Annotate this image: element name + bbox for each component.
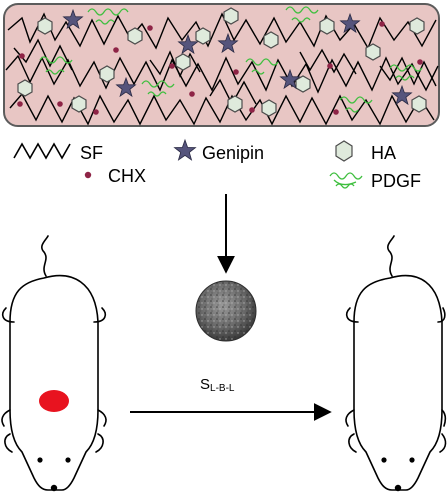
dot-icon	[84, 171, 92, 179]
rat-eye-left	[37, 457, 43, 463]
rat-tail	[387, 235, 395, 277]
legend-item-chx: CHX	[84, 166, 146, 186]
rat-leg-back-right	[437, 307, 446, 323]
matrix-background	[3, 3, 440, 127]
ha-hexagons	[17, 7, 427, 117]
rat-nose	[394, 484, 402, 492]
rat-leg-front-right	[97, 409, 107, 427]
legend-label-genipin: Genipin	[202, 143, 264, 163]
legend-label-chx: CHX	[108, 166, 146, 186]
rat-leg-front-right	[441, 409, 447, 427]
treatment-arrow: SL-B-L	[130, 376, 332, 421]
rat-leg-front-left	[1, 409, 11, 427]
rat-ear-left	[4, 433, 13, 453]
hexagon-icon	[335, 140, 353, 162]
rat-nose	[50, 484, 58, 492]
rat-leg-back-left	[345, 307, 359, 323]
arrow-label-subscript: L-B-L	[210, 383, 235, 394]
legend-item-sf: SF	[13, 142, 103, 163]
rat-tail	[41, 235, 49, 277]
rat-leg-back-right	[93, 307, 107, 323]
legend-label-pdgf: PDGF	[371, 171, 421, 191]
legend-item-ha: HA	[335, 140, 396, 163]
arrow-label: SL-B-L	[200, 376, 235, 394]
arrow-label-main: S	[200, 376, 210, 393]
zigzag-icon	[13, 142, 71, 160]
rat-eye-right	[65, 457, 71, 463]
scaffold-disc-icon	[195, 280, 257, 342]
legend-label-sf: SF	[80, 143, 103, 163]
pdgf-coils	[39, 6, 423, 113]
coil-icon	[329, 172, 363, 189]
legend: SF Genipin HA CHX PDGF	[13, 138, 421, 191]
rat-body	[9, 274, 99, 491]
wound-icon	[39, 390, 69, 412]
rat-ear-right	[439, 433, 447, 453]
rat-eye-left	[381, 457, 387, 463]
genipin-stars	[62, 8, 413, 106]
rat-leg-back-left	[1, 307, 15, 323]
star-icon	[173, 138, 197, 161]
rat-body	[353, 274, 443, 491]
legend-label-ha: HA	[371, 143, 396, 163]
chx-dots	[17, 21, 423, 115]
rat-ear-right	[95, 433, 104, 453]
legend-item-genipin: Genipin	[173, 138, 264, 163]
rat-eye-right	[409, 457, 415, 463]
rat-with-wound-icon	[1, 235, 107, 492]
rat-leg-front-left	[345, 409, 355, 427]
composite-matrix	[3, 3, 440, 127]
legend-item-pdgf: PDGF	[329, 171, 421, 191]
rat-healed-icon	[345, 235, 447, 492]
rat-ear-left	[348, 433, 357, 453]
